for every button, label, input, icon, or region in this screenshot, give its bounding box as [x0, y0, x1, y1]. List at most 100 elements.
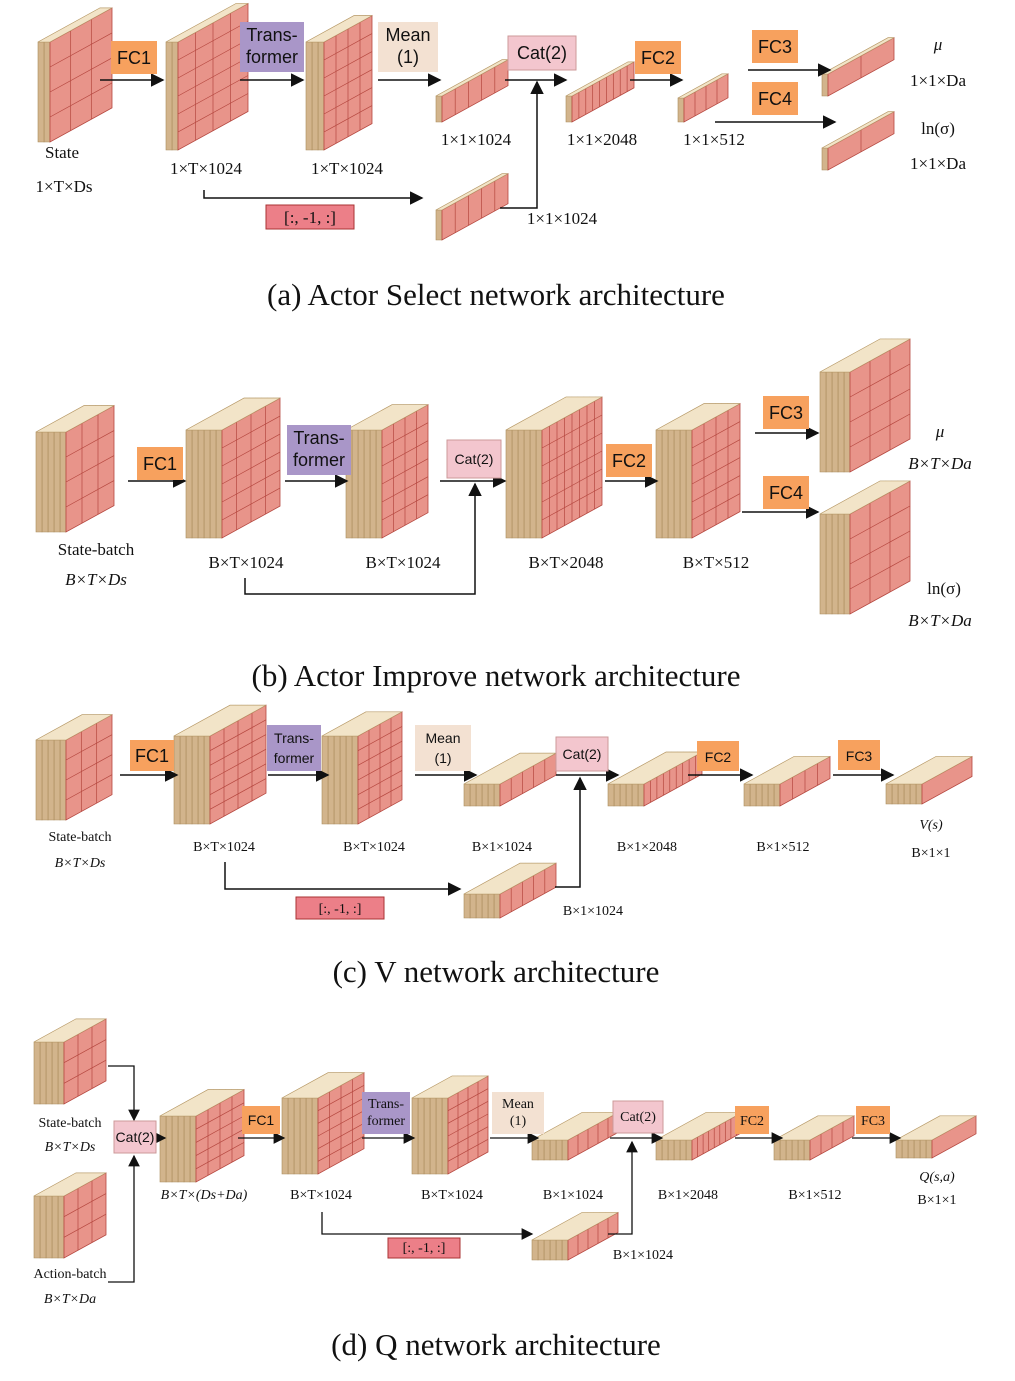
cat-label: Cat(2) [455, 451, 494, 467]
tensor-mu [819, 338, 911, 473]
shape-mean: B×1×1024 [543, 1188, 603, 1203]
output-label: V(s) [919, 818, 943, 833]
mean-label-2: (1) [510, 1114, 527, 1129]
mean-label-1: Mean [385, 25, 430, 45]
tensor-mean [531, 1111, 619, 1161]
tensor-cat [505, 396, 603, 539]
sigma-shape: 1×1×Da [910, 154, 966, 173]
arrow [224, 862, 462, 896]
tensor-fc2 [677, 73, 729, 123]
slice-box [265, 204, 355, 230]
transformer-label-2: former [367, 1114, 405, 1129]
fc3-label: FC3 [846, 748, 873, 764]
caption-b: (b) Actor Improve network architecture [252, 658, 741, 693]
arrow [555, 776, 587, 888]
fc4-box [763, 476, 809, 509]
fc3-label: FC3 [769, 403, 803, 423]
shape-fc1: B×T×1024 [193, 840, 255, 855]
shape-mean: 1×1×1024 [441, 130, 512, 149]
fc2-label: FC2 [705, 749, 732, 765]
fc3-label: FC3 [758, 37, 792, 57]
fc1-box [137, 447, 183, 480]
tensor-mean [463, 752, 557, 807]
tensor-state [33, 1018, 107, 1105]
arrow [608, 1140, 638, 1235]
mu-shape: 1×1×Da [910, 71, 966, 90]
mu-label: μ [933, 35, 943, 54]
transformer-box [240, 22, 304, 72]
transformer-label-2: former [274, 750, 315, 766]
tensor-sigma [821, 111, 895, 171]
shape-input: B×T×(Ds+Da) [161, 1188, 248, 1203]
fc3-box [752, 30, 798, 63]
transformer-label-1: Trans- [293, 428, 344, 448]
fc4-box [752, 82, 798, 115]
transformer-label-2: former [293, 450, 345, 470]
fc1-box [242, 1106, 280, 1134]
tensor-input [159, 1088, 245, 1183]
tensor-transformer [321, 711, 403, 825]
fc3-box [838, 740, 880, 770]
panel-c: FC1 Trans- former Mean (1) Cat(2) FC2 FC… [49, 725, 951, 989]
state-shape: 1×T×Ds [36, 177, 93, 196]
shape-transformer: B×T×1024 [366, 553, 441, 572]
state-shape: B×T×Ds [45, 1140, 96, 1155]
tensor-cat [655, 1111, 743, 1161]
tensor-fc2 [743, 755, 831, 807]
arrow [500, 80, 544, 209]
output-label: Q(s,a) [919, 1170, 955, 1185]
fc4-label: FC4 [758, 89, 792, 109]
tensor-mean [435, 59, 509, 123]
shape-cat: B×T×2048 [529, 553, 604, 572]
cat-box [555, 736, 609, 772]
arrow [108, 1154, 140, 1283]
mean-box [492, 1092, 544, 1134]
tensor-fc1 [281, 1072, 365, 1175]
state-label: State-batch [39, 1116, 102, 1131]
tensor-transformer [305, 14, 373, 151]
fc3-label: FC3 [861, 1114, 885, 1129]
slice-box [387, 1237, 461, 1259]
tensor-cat [607, 751, 703, 807]
state-label: State [45, 143, 79, 162]
mean-label-2: (1) [434, 750, 451, 766]
cat-label: Cat(2) [620, 1110, 656, 1125]
slice-label: [:, -1, :] [319, 902, 362, 917]
state-label: State-batch [49, 830, 112, 845]
fc1-box [111, 41, 157, 74]
shape-cat: B×1×2048 [617, 840, 677, 855]
tensor-state [35, 404, 115, 533]
state-shape: B×T×Ds [65, 570, 127, 589]
shape-fc2: B×1×512 [756, 840, 809, 855]
shape-fc2: 1×1×512 [683, 130, 745, 149]
tensor-transformer [345, 404, 429, 539]
output-shape: B×1×1 [917, 1193, 956, 1208]
shape-transformer: 1×T×1024 [311, 159, 384, 178]
transformer-box [267, 725, 321, 771]
fc2-box [697, 741, 739, 771]
mean-label-1: Mean [425, 730, 460, 746]
cat-box [507, 35, 577, 71]
cat-box [612, 1100, 664, 1134]
arrow [108, 1065, 140, 1122]
mean-label-1: Mean [502, 1097, 534, 1112]
cat-label: Cat(2) [563, 746, 602, 762]
sigma-label: ln(σ) [921, 119, 955, 138]
transformer-box [287, 425, 351, 475]
mean-box [415, 725, 471, 771]
transformer-label-1: Trans- [274, 730, 314, 746]
tensor-q [895, 1115, 977, 1159]
cat-input-box [113, 1120, 157, 1154]
mu-shape: B×T×Da [908, 454, 972, 473]
tensor-fc1 [173, 704, 267, 825]
tensor-fc2 [773, 1115, 855, 1161]
fc1-label: FC1 [117, 48, 151, 68]
arrow [244, 482, 482, 595]
caption-c: (c) V network architecture [333, 954, 660, 989]
fc2-box [735, 1106, 769, 1134]
slice-label: [:, -1, :] [403, 1241, 446, 1256]
panel-b: FC1 Trans- former Cat(2) FC2 FC3 FC4 Sta… [58, 396, 972, 693]
mean-box [378, 22, 438, 72]
fc3-box [856, 1106, 890, 1134]
tensor-layer [33, 2, 977, 1261]
